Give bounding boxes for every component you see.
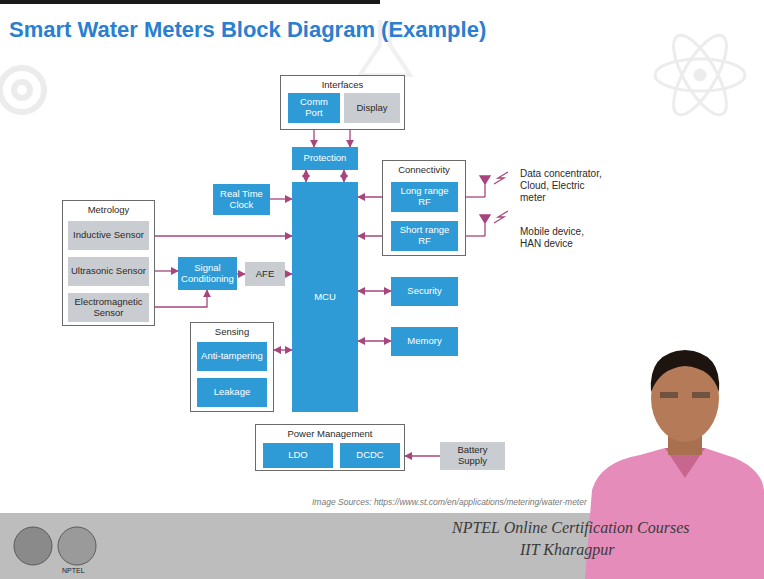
block-box: LDO	[263, 443, 333, 468]
block-box: DCDC	[340, 443, 400, 468]
block-label: Real Time Clock	[216, 189, 267, 211]
arrow-connector	[343, 170, 344, 182]
block-box: Electromagnetic Sensor	[68, 293, 149, 322]
block-label: Electromagnetic Sensor	[71, 297, 146, 319]
block-box: Comm Port	[288, 93, 340, 123]
block-label: Comm Port	[291, 97, 337, 119]
block-label: AFE	[256, 269, 274, 280]
group-box: InterfacesComm Port Display	[280, 75, 405, 130]
group-heading: Sensing	[191, 326, 273, 337]
block-label: DCDC	[356, 450, 383, 461]
block-box: Short range RF	[391, 221, 458, 251]
arrow-connector	[237, 273, 245, 274]
block-label: MCU	[314, 292, 336, 303]
text-label: Data concentrator, Cloud, Electric meter	[520, 168, 612, 204]
text-label: NPTEL Online Certification Courses	[452, 518, 752, 537]
block-box: Anti-tampering	[197, 342, 267, 371]
block-box: AFE	[245, 262, 285, 286]
block-label: Memory	[407, 336, 441, 347]
block-label: Leakage	[214, 387, 250, 398]
block-box: Memory	[391, 327, 458, 356]
arrow-connector	[358, 290, 391, 291]
iit-logo	[14, 527, 52, 565]
group-heading: Connectivity	[383, 164, 465, 175]
group-heading: Interfaces	[281, 79, 404, 90]
block-label: Security	[407, 286, 441, 297]
arrow-connector	[358, 340, 391, 341]
group-box: MetrologyInductive SensorUltrasonic Sens…	[62, 200, 155, 326]
text-label: NPTEL	[62, 567, 102, 575]
atom-watermark	[655, 28, 745, 122]
group-box: SensingAnti-tamperingLeakage	[190, 322, 274, 412]
block-label: Inductive Sensor	[73, 230, 144, 241]
arrow-connector	[274, 349, 292, 350]
text-label: Mobile device, HAN device	[520, 226, 602, 250]
block-box: Real Time Clock	[213, 184, 270, 215]
block-box: Security	[391, 277, 458, 306]
arrow-connector	[405, 455, 440, 456]
group-box: ConnectivityLong range RF Short range RF	[382, 160, 466, 256]
block-box: Inductive Sensor	[68, 221, 149, 250]
diagram-title: Smart Water Meters Block Diagram (Exampl…	[9, 17, 486, 43]
arrow-connector	[285, 273, 292, 274]
arrow-connector	[305, 170, 306, 182]
text-label: Image Sources: https://www.st.com/en/app…	[312, 497, 732, 507]
block-box: Display	[344, 93, 400, 123]
block-label: Signal Conditioning	[181, 263, 234, 285]
block-label: Battery Supply	[443, 445, 502, 467]
block-label: Ultrasonic Sensor	[71, 266, 146, 277]
gear-watermark	[0, 68, 44, 112]
block-box: Battery Supply	[440, 442, 505, 470]
block-box: MCU	[292, 182, 358, 412]
group-heading: Metrology	[63, 204, 154, 215]
block-box: Long range RF	[391, 182, 458, 212]
nptel-logo	[58, 527, 96, 565]
block-label: LDO	[288, 450, 308, 461]
arrow-connector	[270, 198, 292, 199]
group-box: Power ManagementLDO DCDC	[255, 424, 405, 471]
block-label: Short range RF	[394, 225, 455, 247]
arrow-connector	[149, 235, 292, 236]
block-box: Ultrasonic Sensor	[68, 257, 149, 286]
group-heading: Power Management	[256, 428, 404, 439]
block-label: Anti-tampering	[201, 351, 263, 362]
block-label: Display	[356, 103, 387, 114]
block-label: Protection	[304, 153, 347, 164]
block-label: Long range RF	[394, 186, 455, 208]
arrow-connector	[149, 290, 207, 307]
block-box: Leakage	[197, 378, 267, 407]
block-box: Protection	[292, 147, 358, 170]
block-box: Signal Conditioning	[178, 257, 237, 290]
top-strip	[0, 0, 380, 4]
text-label: IIT Kharagpur	[520, 540, 720, 559]
